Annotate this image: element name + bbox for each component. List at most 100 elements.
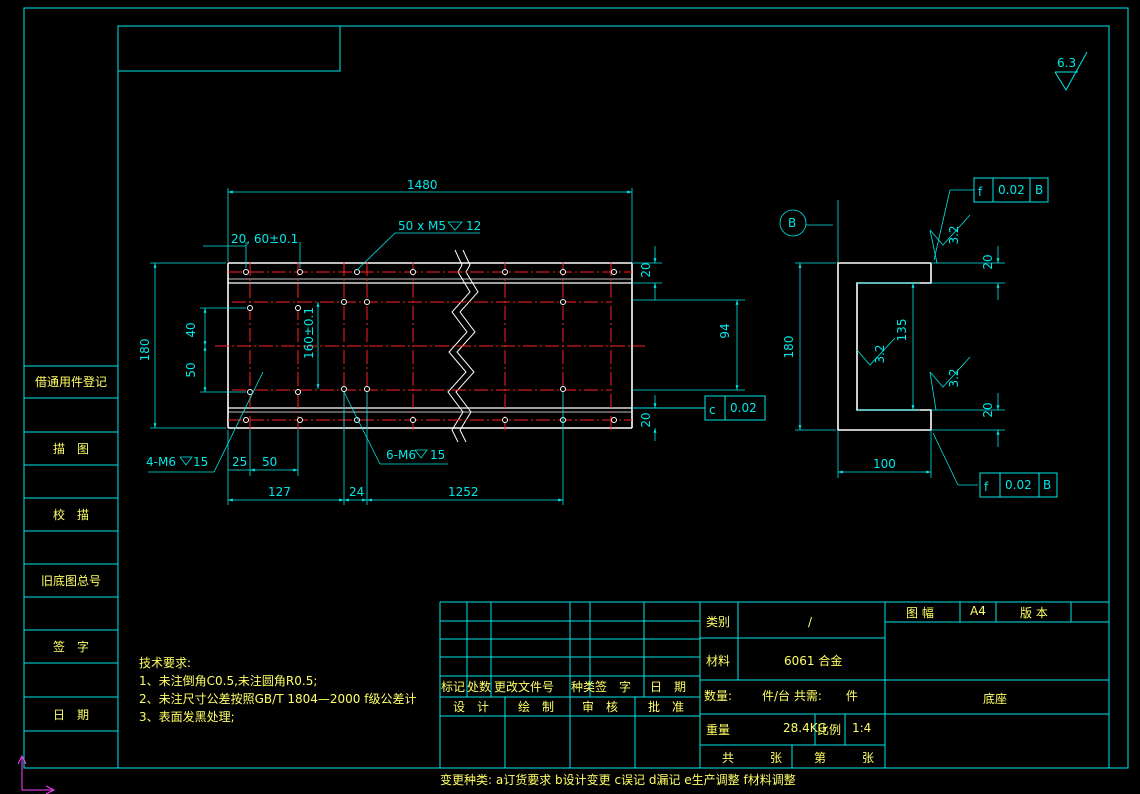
sheet-border (23, 7, 1129, 769)
side-dim-inner: 135 (895, 319, 909, 342)
hole (243, 417, 249, 423)
side-dim-wall-bottom: 20 (981, 402, 995, 417)
dim-127: 127 (268, 485, 291, 499)
quantity-label: 数量: (704, 688, 732, 703)
change-types: 变更种类: a订货要求 b设计变更 c误记 d漏记 e生产调整 f材料调整 (440, 772, 796, 787)
front-dimensions (148, 188, 745, 505)
rev-header: 更改文件号 (494, 679, 554, 694)
tol-top-datum: B (1035, 183, 1043, 197)
roughness-value: 6.3 (1057, 56, 1076, 70)
dim-overall-length: 1480 (407, 178, 438, 192)
dim-50b: 50 (262, 455, 277, 469)
hole (560, 386, 566, 392)
callout-mid-depth: 15 (430, 448, 445, 462)
dim-right-94: 94 (718, 323, 732, 338)
roughness-inner: 3.2 (873, 344, 887, 363)
side-dim-width: 100 (873, 457, 896, 471)
hole (243, 269, 249, 275)
ucs-icon (17, 754, 56, 794)
tol-bottom-value: 0.02 (1005, 478, 1032, 492)
rev-header: 签 字 (595, 679, 631, 694)
rev-header: 日 期 (650, 680, 686, 694)
roughness-symbol (1054, 51, 1088, 91)
hole (341, 386, 347, 392)
side-label-register: 借通用件登记 (35, 374, 107, 389)
hole (297, 417, 303, 423)
sign-header: 审 核 (582, 699, 618, 714)
tol-top-value: 0.02 (998, 183, 1025, 197)
weight-label: 重量 (706, 723, 730, 737)
rev-header: 处数 (467, 679, 491, 694)
dim-height: 180 (138, 339, 152, 362)
hole (611, 269, 617, 275)
dim-left-40: 40 (184, 322, 198, 337)
sign-header: 设 计 (453, 700, 489, 714)
hole (410, 417, 416, 423)
rev-header: 标记 (441, 680, 465, 694)
roughness-top: 3.2 (947, 225, 961, 244)
dim-inner-160: 160±0.1 (302, 307, 316, 359)
hole (247, 389, 253, 395)
tol-bottom-symbol: f (984, 480, 989, 494)
callout-tapped-top: 50 x M5 (398, 219, 446, 233)
side-label-old-number: 旧底图总号 (41, 573, 101, 588)
hole (560, 299, 566, 305)
side-label-trace: 描 图 (53, 442, 89, 456)
tol-bottom-datum: B (1043, 478, 1051, 492)
flatness-symbol: c (709, 403, 716, 417)
hole (297, 269, 303, 275)
tech-note-line: 3、表面发黑处理; (139, 709, 235, 724)
material-label: 材料 (706, 654, 730, 668)
hole (295, 389, 301, 395)
tol-frame-top (973, 177, 1049, 203)
side-dim-wall-top: 20 (981, 254, 995, 269)
dim-edge-top: 20 (639, 262, 653, 277)
title-block-grid (439, 601, 1110, 768)
dim-left-50: 50 (184, 362, 198, 377)
datum-b: B (788, 216, 796, 230)
hole (502, 417, 508, 423)
hole (341, 299, 347, 305)
sheet-number: 第 张 (814, 751, 874, 765)
dim-25: 25 (232, 455, 247, 469)
hole (611, 417, 617, 423)
side-dimensions (779, 189, 1005, 486)
side-label-date: 日 期 (53, 708, 89, 722)
dim-24: 24 (349, 485, 364, 499)
tech-note-line: 2、未注尺寸公差按照GB/T 1804—2000 f级公差计 (139, 691, 416, 706)
flatness-frame (632, 395, 766, 421)
tol-frame-bottom (979, 472, 1058, 498)
side-dim-height: 180 (782, 336, 796, 359)
format-label: 图 幅 (906, 605, 934, 620)
rev-header: 种类 (571, 680, 595, 694)
side-label-sign: 签 字 (53, 639, 89, 654)
category-label: 类别 (706, 615, 730, 629)
tech-notes-title: 技术要求: (139, 656, 191, 670)
tech-note-line: 1、未注倒角C0.5,未注圆角R0.5; (139, 673, 317, 688)
hole (295, 305, 301, 311)
hole (560, 269, 566, 275)
callout-tapped-top-depth: 12 (466, 219, 481, 233)
dim-1252: 1252 (448, 485, 479, 499)
sign-header: 批 准 (648, 699, 684, 714)
sign-header: 绘 制 (518, 699, 554, 714)
callout-mid: 6-M6 (386, 448, 416, 462)
side-panel (24, 365, 118, 732)
roughness-bottom: 3.2 (947, 368, 961, 387)
material-value: 6061 合金 (784, 653, 842, 668)
hole (354, 269, 360, 275)
side-label-check: 校 描 (53, 507, 89, 522)
tol-top-symbol: f (978, 185, 983, 199)
front-centerlines (215, 262, 645, 430)
category-value: / (808, 615, 813, 629)
dim-first-hole: 20, 60±0.1 (231, 232, 298, 246)
hole (364, 299, 370, 305)
part-name: 底座 (983, 691, 1007, 706)
hole (502, 269, 508, 275)
flatness-value: 0.02 (730, 401, 757, 415)
front-view-part (227, 249, 633, 443)
format-value: A4 (970, 604, 986, 618)
scale-value: 1:4 (852, 721, 871, 735)
dim-edge-bottom: 20 (639, 412, 653, 427)
